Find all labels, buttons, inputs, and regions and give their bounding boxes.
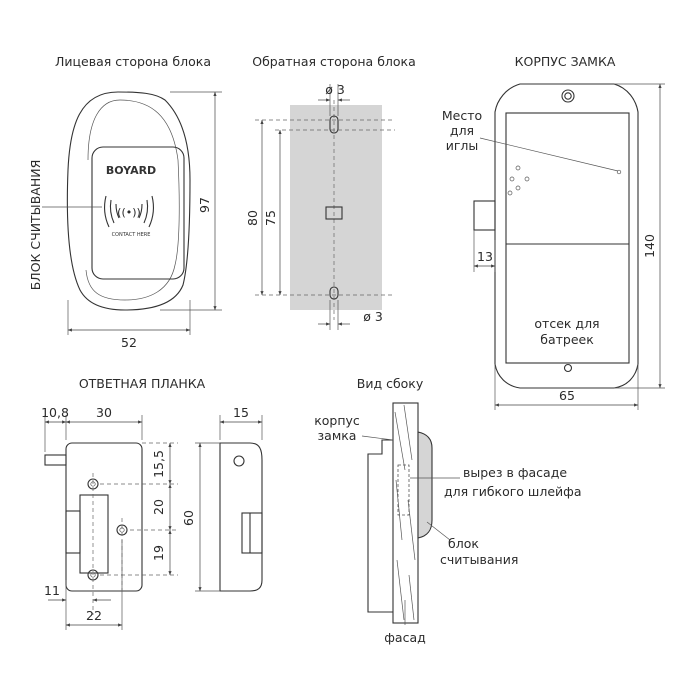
body-leader-line — [361, 435, 394, 441]
needle-label-3: иглы — [446, 138, 479, 153]
side-view: Вид сбоку корпус замка вырез в фасаде дл… — [314, 376, 581, 645]
dim-75: 75 — [263, 210, 278, 226]
strike-side-insert — [241, 512, 263, 554]
reader-housing-outline — [66, 91, 191, 311]
top-mount-hole — [329, 115, 339, 134]
needle-leader-line — [479, 137, 619, 172]
dim-10-8: 10,8 — [41, 405, 69, 420]
top-screw-hole — [561, 89, 575, 103]
reader-side-leader-line — [426, 521, 451, 541]
strike-insert — [79, 494, 109, 574]
dim-60: 60 — [181, 510, 196, 526]
reader-block-side — [417, 431, 433, 539]
needle-label-2: для — [450, 123, 474, 138]
lock-body-side — [367, 439, 393, 613]
strike-plate-view: ОТВЕТНАЯ ПЛАНКА 10,8 30 15,5 20 19 — [41, 376, 263, 630]
reader-panel — [91, 146, 185, 280]
dim-13: 13 — [477, 249, 493, 264]
strike-plate-title: ОТВЕТНАЯ ПЛАНКА — [79, 376, 206, 391]
strike-tab — [44, 454, 67, 466]
strike-plate-body — [65, 442, 143, 592]
body-label-2: замка — [318, 428, 357, 443]
dim-19: 19 — [151, 545, 166, 561]
dim-20: 20 — [151, 499, 166, 515]
latch-bolt — [473, 200, 496, 231]
battery-label-2: батреек — [540, 332, 594, 347]
facade-panel — [392, 402, 419, 624]
dim-15-5: 15,5 — [151, 450, 166, 478]
dim-97: 97 — [197, 197, 212, 213]
reader-block-label: БЛОК СЧИТЫВАНИЯ — [28, 160, 43, 291]
cutout-label-1: вырез в фасаде — [463, 465, 567, 480]
back-view: Обратная сторона блока ø 3 ø 3 80 75 — [245, 54, 416, 330]
dim-52: 52 — [121, 335, 137, 350]
dim-30: 30 — [96, 405, 112, 420]
facade-label: фасад — [384, 630, 426, 645]
dim-65: 65 — [559, 388, 575, 403]
strike-side-pin — [233, 455, 245, 467]
lock-body-view: КОРПУС ЗАМКА Место для иглы отсек для ба… — [442, 54, 665, 410]
side-view-title: Вид сбоку — [357, 376, 424, 391]
svg-text:((•)): ((•)) — [117, 206, 141, 219]
dim-15: 15 — [233, 405, 249, 420]
contact-here-label: CONTACT HERE — [112, 232, 151, 238]
lock-body-title: КОРПУС ЗАМКА — [515, 54, 616, 69]
dim-80: 80 — [245, 210, 260, 226]
reader-housing-inner-arc — [85, 99, 180, 301]
facade-cutout — [397, 464, 410, 516]
rfid-icon: ((•)) — [103, 195, 155, 228]
needle-label-1: Место — [442, 108, 482, 123]
dim-140: 140 — [642, 234, 657, 258]
brand-logo: BOYARD — [106, 164, 156, 177]
lock-body-inner-frame — [505, 112, 630, 364]
strike-side-profile — [219, 442, 263, 592]
cutout-label-2: для гибкого шлейфа — [444, 484, 582, 499]
dim-22: 22 — [86, 608, 102, 623]
front-view-title: Лицевая сторона блока — [55, 54, 211, 69]
battery-label-1: отсек для — [534, 316, 599, 331]
dim-hole-top: ø 3 — [325, 82, 345, 97]
strike-notch — [65, 510, 81, 554]
reader-side-label-1: блок — [448, 536, 479, 551]
back-view-title: Обратная сторона блока — [252, 54, 416, 69]
center-slot — [325, 206, 343, 220]
needle-hole — [616, 169, 622, 175]
body-label-1: корпус — [314, 413, 360, 428]
front-view: Лицевая сторона блока BOYARD ((•)) CONTA… — [28, 54, 222, 350]
bottom-screw-hole — [563, 363, 573, 373]
indicator-dots — [507, 165, 530, 196]
bottom-mount-hole — [329, 286, 339, 300]
reader-side-label-2: считывания — [440, 552, 518, 567]
dim-hole-bottom: ø 3 — [363, 309, 383, 324]
dim-11: 11 — [44, 583, 60, 598]
